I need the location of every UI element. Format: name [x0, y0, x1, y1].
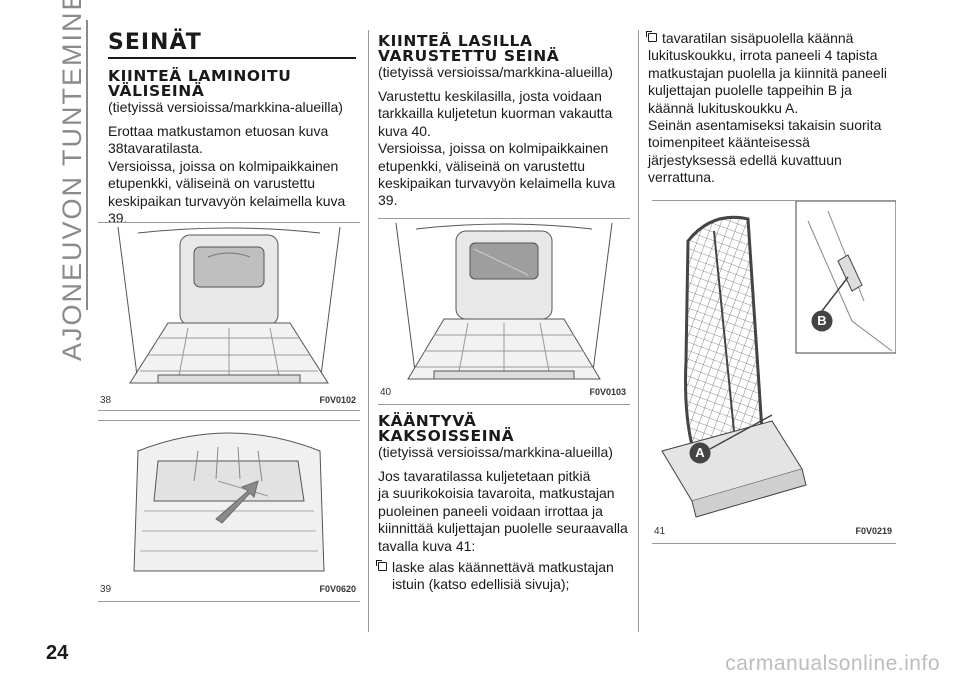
- text-line: kuva 40.: [378, 122, 431, 139]
- heading-line: VÄLISEINÄ: [108, 82, 205, 100]
- text-line: kuljettajan puolelle tappeihin B ja: [648, 82, 852, 99]
- text-line: etupenkki, väliseinä on varustettu: [108, 175, 316, 192]
- column-1: SEINÄT KIINTEÄ LAMINOITU VÄLISEINÄ (tiet…: [108, 30, 358, 227]
- text-line: tavalla kuva 41:: [378, 537, 476, 554]
- heading-line: KAKSOISSEINÄ: [378, 427, 515, 445]
- figure-39-illustration: [133, 432, 325, 572]
- figure-38-illustration: [117, 226, 341, 384]
- figure-40: 40 F0V0103: [378, 218, 630, 405]
- figure-number: 40: [380, 387, 392, 398]
- section-title: SEINÄT: [108, 30, 202, 55]
- figure-code: F0V0620: [319, 584, 356, 594]
- label-a: A: [695, 445, 705, 460]
- text-line: käännä lukituskoukku A.: [648, 99, 799, 116]
- figure-code: F0V0103: [589, 387, 626, 397]
- figure-number: 39: [100, 584, 112, 595]
- heading-line: KÄÄNTYVÄ: [378, 412, 477, 430]
- text-line: matkustajan puolella ja kiinnitä paneeli: [648, 64, 887, 81]
- text-line: keskipaikan turvavyön kelaimella kuva: [108, 192, 346, 209]
- text-line: 38tavaratilasta.: [108, 140, 203, 157]
- heading-fixed-glass-partition: KIINTEÄ LASILLA VARUSTETTU SEINÄ: [378, 32, 633, 65]
- paragraph: Erottaa matkustamon etuosan kuva 38tavar…: [108, 123, 358, 227]
- heading-swivelling-double-partition: KÄÄNTYVÄ KAKSOISSEINÄ: [378, 412, 633, 445]
- bullet-box-icon: [376, 560, 387, 572]
- watermark: carmanualsonline.info: [725, 652, 940, 675]
- figure-number: 38: [100, 395, 112, 406]
- section-title-rule: [108, 57, 356, 59]
- figure-41-illustration: B A: [661, 201, 896, 518]
- bullet-text: tavaratilan sisäpuolella käännä: [662, 30, 853, 47]
- heading-fixed-laminated-partition: KIINTEÄ LAMINOITU VÄLISEINÄ: [108, 67, 358, 100]
- heading-line: KIINTEÄ LAMINOITU: [108, 67, 292, 85]
- figure-code: F0V0219: [855, 526, 892, 536]
- availability-note: (tietyissä versioissa/markkina-alueilla): [378, 444, 613, 460]
- text-line: Versioissa, joissa on kolmipaikkainen: [378, 140, 609, 157]
- figure-number: 41: [654, 526, 666, 537]
- figure-38: 38 F0V0102: [98, 222, 360, 411]
- figure-39: 39 F0V0620: [98, 420, 360, 602]
- bullet-box-icon: [646, 31, 657, 42]
- text-line: tarkkailla kuljetetun kuorman vakautta: [378, 105, 613, 122]
- text-line: etupenkki, väliseinä on varustettu: [378, 157, 586, 174]
- heading-line: KIINTEÄ LASILLA: [378, 32, 533, 50]
- side-tab-rule: [86, 20, 88, 310]
- text-line: kiinnittää kuljettajan puolelle seuraava…: [378, 520, 628, 537]
- text-line: 39.: [378, 192, 398, 209]
- column-3: tavaratilan sisäpuolella käännä lukitusk…: [646, 30, 908, 187]
- text-line: Versioissa, joissa on kolmipaikkainen: [108, 157, 339, 174]
- column-divider: [638, 30, 639, 632]
- text-line: lukituskoukku, irrota paneeli 4 tapista: [648, 47, 878, 64]
- paragraph: Jos tavaratilassa kuljetetaan pitkiä ja …: [378, 468, 633, 555]
- availability-note: (tietyissä versioissa/markkina-alueilla): [378, 64, 613, 80]
- figure-41: B A 41 F0V0219: [652, 200, 896, 544]
- chapter-title: AJONEUVON TUNTEMINEN: [56, 0, 87, 362]
- text-line: Seinän asentamiseksi takaisin suorita: [648, 117, 882, 134]
- figure-40-illustration: [395, 222, 613, 380]
- column-2: KIINTEÄ LASILLA VARUSTETTU SEINÄ (tietyi…: [378, 30, 633, 210]
- text-line: keskipaikan turvavyön kelaimella kuva: [378, 175, 616, 192]
- paragraph: Varustettu keskilasilla, josta voidaan t…: [378, 88, 633, 210]
- text-line: Jos tavaratilassa kuljetetaan pitkiä: [378, 468, 591, 484]
- bullet-item: tavaratilan sisäpuolella käännä: [646, 30, 908, 47]
- bullet-item: laske alas käännettävä matkustajan istui…: [376, 559, 633, 594]
- bullet-text: laske alas käännettävä matkustajan istui…: [392, 559, 614, 594]
- text-line: puoleinen paneeli voidaan irrottaa ja: [378, 502, 603, 519]
- text-line: laske alas käännettävä matkustajan: [392, 559, 614, 576]
- text-line: Varustettu keskilasilla, josta voidaan: [378, 88, 602, 104]
- text-line: istuin (katso edellisiä sivuja);: [392, 576, 570, 593]
- text-line: toimenpiteet käänteisessä: [648, 134, 810, 151]
- paragraph: lukituskoukku, irrota paneeli 4 tapista …: [648, 47, 908, 186]
- text-line: järjestyksessä edellä kuvattuun: [648, 151, 842, 168]
- text-line: verrattuna.: [648, 169, 715, 186]
- availability-note: (tietyissä versioissa/markkina-alueilla): [108, 99, 343, 115]
- label-b: B: [817, 313, 826, 328]
- column-2-lower: KÄÄNTYVÄ KAKSOISSEINÄ (tietyissä versioi…: [376, 412, 633, 594]
- column-divider: [368, 30, 369, 632]
- text-line: ja suurikokoisia tavaroita, matkustajan: [378, 485, 615, 502]
- heading-line: VARUSTETTU SEINÄ: [378, 47, 560, 65]
- figure-code: F0V0102: [319, 395, 356, 405]
- page-number: 24: [46, 642, 69, 664]
- text-line: tavaratilan sisäpuolella käännä: [662, 30, 854, 46]
- text-line: Erottaa matkustamon etuosan kuva: [108, 123, 329, 139]
